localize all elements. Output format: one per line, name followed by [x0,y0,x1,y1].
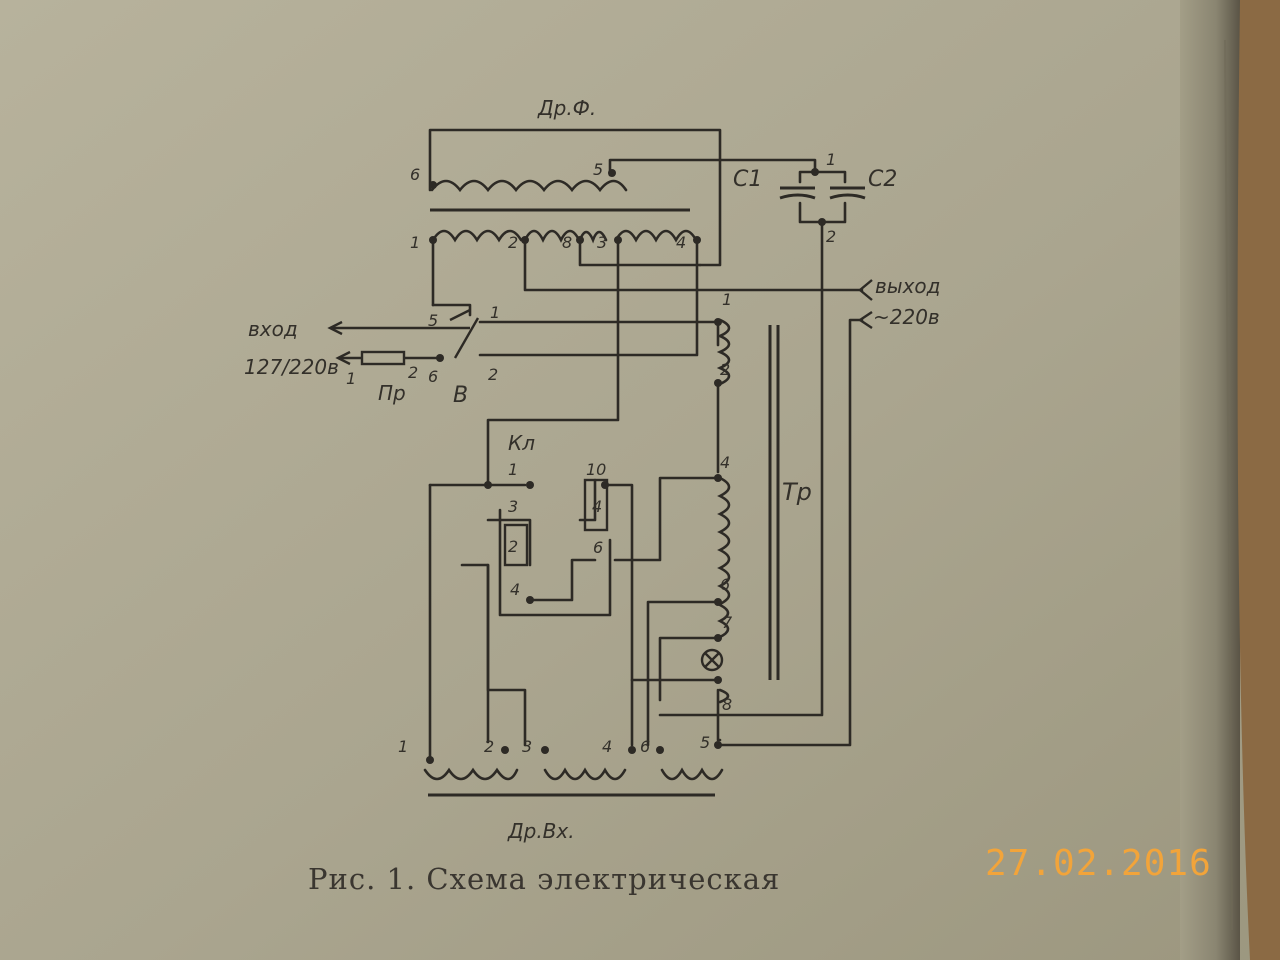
pin-label: 6 [593,538,603,557]
pin-label: 3 [522,737,532,756]
pin-label: 2 [488,365,498,384]
pin-label: 1 [490,303,500,322]
terminal-dots [426,168,826,764]
pin-label: 5 [700,733,710,752]
pin-label: 8 [722,695,732,714]
transformer-label: Тр [782,478,812,506]
pin-label: 6 [640,737,650,756]
capacitor-plates [779,186,866,200]
pin-label: 2 [508,537,518,556]
filter-choke-label: Др.Ф. [537,96,596,120]
pin-label: 1 [722,290,732,309]
pin-label: 2 [408,363,418,382]
pin-label: 2 [826,227,836,246]
pin-label: 4 [602,737,612,756]
magnetic-cores [428,208,780,797]
pin-label: 4 [720,453,730,472]
pin-label: 6 [428,367,438,386]
pin-label: 8 [562,233,572,252]
pin-label: 1 [398,737,408,756]
next-page-edge [1237,0,1280,960]
pin-label: 4 [676,233,686,252]
input-terminal-label: вход [248,317,298,341]
pin-label: 6 [410,165,420,184]
switch-label: В [453,383,468,408]
terminal-arrows [327,279,873,366]
pin-label: 4 [592,497,602,516]
relay-label: Кл [508,431,535,455]
camera-datestamp: 27.02.2016 [985,843,1212,884]
pin-label: 2 [508,233,518,252]
pin-label: 2 [720,360,730,379]
switch-symbol [449,308,480,359]
page-fold-line [1224,39,1233,931]
coil-windings [423,179,731,781]
pin-label: 7 [722,613,733,632]
pin-label: 5 [428,311,438,330]
components [330,308,724,672]
pin-label: 1 [508,460,518,479]
pin-label: 1 [346,369,356,388]
pin-label: 6 [720,575,730,594]
pin-label: 2 [484,737,494,756]
pin-label: 1 [826,150,836,169]
output-voltage-label: ~220в [873,305,940,329]
figure-caption: Рис. 1. Схема электрическая [308,862,781,896]
input-voltage-label: 127/220в [244,355,339,379]
capacitor-c2-label: C2 [868,167,897,192]
pin-label: 5 [593,160,603,179]
capacitor-c1-label: C1 [733,167,762,192]
input-choke-label: Др.Вх. [507,819,575,843]
lamp-symbol [700,648,724,672]
pin-label: 3 [508,497,518,516]
output-terminal-label: выход [875,274,940,298]
pin-label: 10 [586,460,606,479]
fuse-label: Пр [378,381,406,405]
pin-label: 3 [597,233,607,252]
pin-numbers: 6 5 1 2 8 3 4 1 2 5 1 2 1 2 6 1 2 4 6 7 … [346,150,836,756]
pin-label: 1 [410,233,420,252]
pin-label: 4 [510,580,520,599]
